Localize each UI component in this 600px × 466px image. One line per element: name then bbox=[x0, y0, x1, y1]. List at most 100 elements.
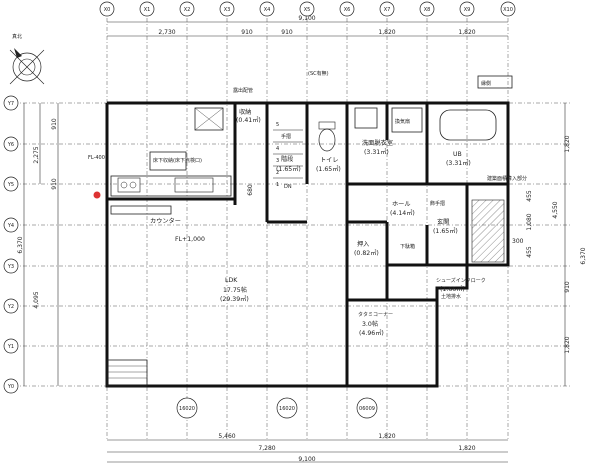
room-shuno-area: (0.41㎡) bbox=[236, 116, 261, 124]
fl-label: FL+1,000 bbox=[175, 236, 205, 243]
grid-label-y1: Y1 bbox=[7, 344, 14, 350]
grid-label-x9: X9 bbox=[464, 7, 471, 13]
storage-stairs-area: 収納 (0.41㎡) 露出配管 5 4 3 2 1 階段 (1.65㎡) 手摺 … bbox=[233, 87, 303, 196]
room-toilet-area: (1.65㎡) bbox=[316, 165, 341, 173]
dim-bottom-d: 1,820 bbox=[458, 445, 475, 452]
stair-num-3: 3 bbox=[276, 158, 279, 164]
grid-label-y7: Y7 bbox=[7, 101, 14, 107]
outdoor-steps bbox=[106, 359, 148, 387]
bathtub-icon bbox=[439, 109, 497, 141]
grid-label-y4: Y4 bbox=[7, 223, 14, 229]
room-oshiire-area: (0.82㎡) bbox=[354, 249, 379, 257]
north-arrow-icon bbox=[14, 48, 22, 58]
dim-left-e: 4,095 bbox=[33, 291, 40, 308]
dim-top-b: 910 bbox=[241, 29, 253, 36]
room-shoes-area: (1.66㎡) bbox=[440, 285, 465, 293]
room-sennmen-name: 洗面脱衣室 bbox=[362, 139, 393, 147]
dim-top-e: 1,820 bbox=[458, 29, 475, 36]
grid-label-y6: Y6 bbox=[7, 142, 14, 148]
room-tatami-name: タタミコーナー bbox=[358, 311, 393, 318]
grid-label-x10: X10 bbox=[503, 7, 513, 13]
dim-right-g: 1,080 bbox=[526, 213, 533, 230]
room-toilet-name: トイレ bbox=[320, 157, 339, 164]
room-ub-area: (3.31㎡) bbox=[446, 159, 471, 167]
dim-bottom-b: 1,820 bbox=[378, 433, 395, 440]
dim-top-overall: 9,100 bbox=[298, 15, 315, 22]
chijo-label: 土地排水 bbox=[441, 293, 461, 300]
grid-label-x4: X4 bbox=[264, 7, 271, 13]
kitchen-area: カウンター FL+1,000 床下収納(床下点検口) FL-400 bbox=[88, 107, 232, 243]
grid-label-x1: X1 bbox=[144, 7, 151, 13]
top-dimensions: 9,100 2,730 910 910 1,820 1,820 bbox=[107, 15, 508, 37]
north-label: 真北 bbox=[12, 33, 22, 40]
room-hall-name: ホール bbox=[392, 201, 411, 208]
window-w2: 16020 bbox=[279, 406, 295, 412]
dim-left-b: 2,275 bbox=[33, 146, 40, 163]
dim-bottom-c: 7,280 bbox=[258, 445, 275, 452]
room-kaidan-area: (1.65㎡) bbox=[276, 165, 301, 173]
dim-top-d: 1,820 bbox=[378, 29, 395, 36]
kenpei-label: 建築面積算入部分 bbox=[487, 175, 527, 182]
grid-label-y0: Y0 bbox=[7, 384, 14, 390]
north-compass: 真北 bbox=[9, 33, 45, 85]
sc-label: (SC有無) bbox=[308, 70, 329, 77]
kanki-label: 換気扇 bbox=[395, 118, 410, 125]
interior-walls bbox=[107, 103, 508, 386]
dn-label: DN bbox=[284, 184, 292, 190]
washroom-area: 換気扇 洗面脱衣室 (3.31㎡) bbox=[354, 107, 423, 156]
kazari-label: 飾手摺 bbox=[430, 200, 445, 207]
wash-basin-icon bbox=[354, 107, 378, 129]
hall-entrance-area: ホール (4.14㎡) 飾手摺 玄関 (1.65㎡) 建築面積算入部分 300 bbox=[390, 175, 527, 263]
dim-top-c: 910 bbox=[281, 29, 293, 36]
stair-num-2: 2 bbox=[276, 170, 279, 176]
grid-label-x3: X3 bbox=[224, 7, 231, 13]
closet-area: 押入 (0.82㎡) 下駄箱 シューズインクローク (1.66㎡) 土地排水 bbox=[354, 240, 486, 300]
grid-bubbles-left: Y7 Y6 Y5 Y4 Y3 Y2 Y1 Y0 bbox=[3, 95, 19, 394]
room-ldk-tatami: 17.75帖 bbox=[223, 286, 247, 294]
grid-label-x2: X2 bbox=[184, 7, 191, 13]
dim-left-d: 6,370 bbox=[17, 236, 24, 253]
room-genkan-area: (1.65㎡) bbox=[433, 227, 458, 235]
room-genkan-name: 玄関 bbox=[437, 218, 449, 226]
ldk-area: LDK 17.75帖 (29.39㎡) bbox=[220, 277, 249, 303]
ventilation-fan-icon bbox=[194, 107, 224, 131]
outlet-marker-icon bbox=[93, 191, 101, 199]
grid-label-x5: X5 bbox=[304, 7, 311, 13]
room-kaidan-name: 階段 bbox=[281, 155, 293, 163]
dim-right-d: 910 bbox=[564, 281, 571, 293]
window-w3: 06009 bbox=[359, 406, 375, 412]
grid-bubbles-top: X0 X1 X2 X3 X4 X5 X6 X7 X8 X9 X10 bbox=[99, 1, 516, 17]
fl400-label: FL-400 bbox=[88, 155, 105, 161]
grid-label-y3: Y3 bbox=[7, 264, 14, 270]
grid-label-x8: X8 bbox=[424, 7, 431, 13]
bottom-windows: 16020 16020 06009 bbox=[176, 397, 378, 419]
grid-label-x7: X7 bbox=[384, 7, 391, 13]
toilet-area: トイレ (1.65㎡) (SC有無) bbox=[308, 70, 341, 173]
dim-top-a: 2,730 bbox=[158, 29, 175, 36]
left-dimensions: 910 2,275 910 6,370 4,095 bbox=[17, 103, 59, 386]
stair-num-1: 1 bbox=[276, 182, 279, 188]
right-dimensions: 1,820 4,550 6,370 910 1,820 455 1,080 45… bbox=[526, 103, 587, 386]
room-tatami-area: (4.96㎡) bbox=[359, 329, 384, 337]
counter-label: カウンター bbox=[150, 217, 181, 225]
dim-right-h: 455 bbox=[526, 246, 533, 258]
bathroom-area: UB (3.31㎡) 縁側 bbox=[439, 75, 513, 167]
dim-right-b: 4,550 bbox=[552, 201, 559, 218]
dim-300: 300 bbox=[512, 238, 524, 245]
room-ldk-area: (29.39㎡) bbox=[220, 295, 249, 303]
dim-left-a: 910 bbox=[51, 118, 58, 130]
room-ub-name: UB bbox=[453, 151, 462, 158]
shitabako-label: 下駄箱 bbox=[400, 243, 415, 250]
sink-icon bbox=[174, 177, 214, 193]
room-hall-area: (4.14㎡) bbox=[390, 209, 415, 217]
stair-num-4: 4 bbox=[276, 146, 279, 152]
room-ldk-name: LDK bbox=[225, 277, 238, 284]
roshutsu-label: 露出配管 bbox=[233, 87, 253, 94]
dim-right-c: 6,370 bbox=[580, 247, 587, 264]
grid-label-x6: X6 bbox=[344, 7, 351, 13]
dim-right-a: 1,820 bbox=[564, 135, 571, 152]
window-w1: 16020 bbox=[179, 406, 195, 412]
stair-num-5: 5 bbox=[276, 122, 279, 128]
room-shuno-name: 収納 bbox=[239, 108, 251, 116]
